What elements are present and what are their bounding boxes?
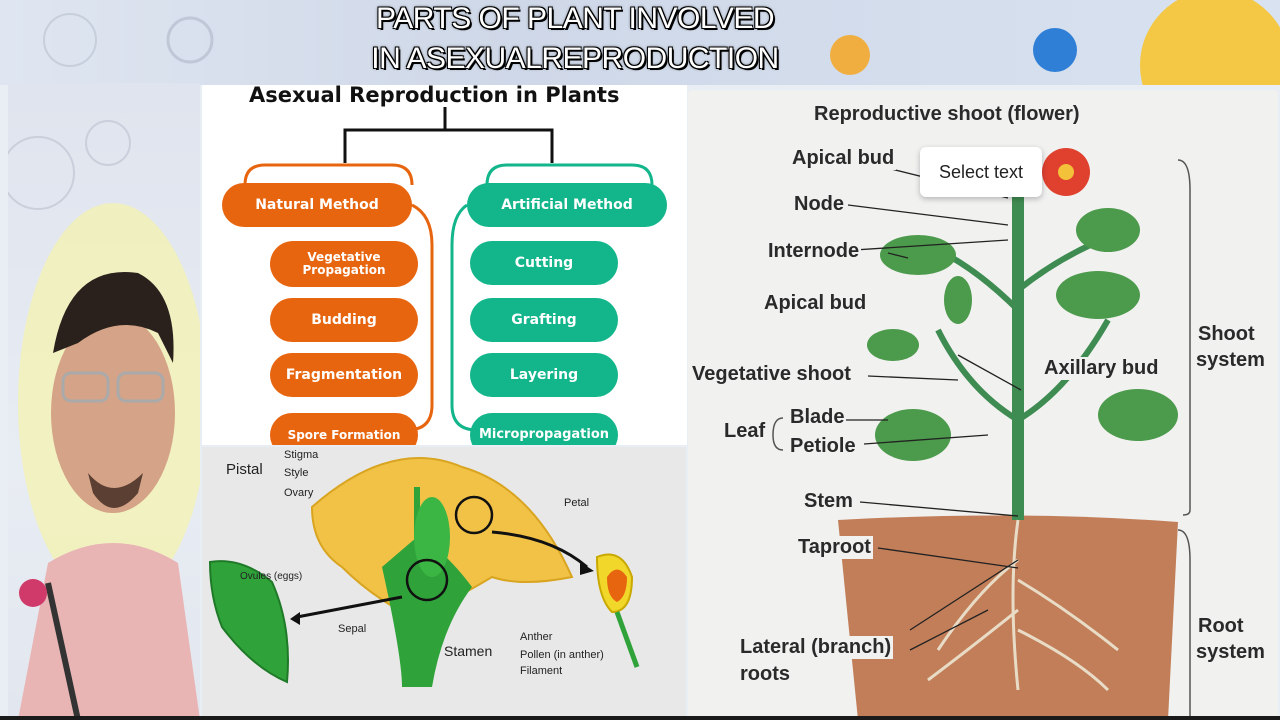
petiole-label: Petiole bbox=[788, 435, 858, 458]
natural-item: Fragmentation bbox=[270, 353, 418, 397]
artificial-item: Cutting bbox=[470, 241, 618, 285]
leaf-label: Leaf bbox=[722, 420, 768, 443]
root-system-label-2: system bbox=[1194, 641, 1267, 664]
artificial-item: Layering bbox=[470, 353, 618, 397]
title-line-1: PARTS OF PLANT INVOLVED bbox=[375, 2, 775, 35]
root-system-label: Root bbox=[1196, 615, 1246, 638]
natural-method-box: Natural Method bbox=[222, 183, 412, 227]
sepal-label: Sepal bbox=[338, 623, 367, 635]
ovary-label: Ovary bbox=[284, 487, 314, 499]
style-label: Style bbox=[284, 467, 309, 479]
flowchart-heading: Asexual Reproduction in Plants bbox=[249, 85, 620, 107]
artificial-item: Micropropagation bbox=[470, 413, 618, 445]
select-text-button[interactable]: Select text bbox=[920, 147, 1042, 197]
stem-label: Stem bbox=[802, 490, 855, 513]
flower-illustration bbox=[208, 457, 640, 687]
blade-label: Blade bbox=[788, 406, 847, 429]
lateral-roots-label: Lateral (branch) bbox=[738, 636, 894, 659]
node-label: Node bbox=[792, 193, 846, 216]
natural-item: Spore Formation bbox=[270, 413, 418, 445]
ovules-label: Ovules (eggs) bbox=[240, 571, 303, 582]
anther-label: Anther bbox=[520, 631, 553, 643]
stigma-label: Stigma bbox=[284, 449, 319, 461]
filament-label: Filament bbox=[520, 665, 563, 677]
artificial-method-box: Artificial Method bbox=[467, 183, 667, 227]
flowchart-panel: Asexual Reproduction in Plants Natural M… bbox=[202, 85, 687, 445]
apical-bud-top-label: Apical bud bbox=[790, 147, 897, 170]
vegetative-shoot-label: Vegetative shoot bbox=[690, 363, 853, 386]
flower-diagram-panel: Pistal Stigma Style Ovary Petal Ovules (… bbox=[202, 447, 686, 717]
plant-illustration bbox=[772, 148, 1191, 720]
pistal-label: Pistal bbox=[226, 461, 263, 478]
internode-label: Internode bbox=[766, 240, 862, 263]
stamen-label: Stamen bbox=[444, 643, 493, 659]
shoot-system-label: Shoot bbox=[1196, 323, 1257, 346]
apical-bud-label: Apical bud bbox=[762, 292, 869, 315]
shoot-system-label-2: system bbox=[1194, 349, 1267, 372]
reproductive-shoot-label: Reproductive shoot (flower) bbox=[812, 103, 1082, 126]
bottom-strip bbox=[0, 716, 1280, 720]
axillary-bud-label: Axillary bud bbox=[1042, 357, 1161, 380]
petal-label: Petal bbox=[564, 497, 590, 509]
natural-item: Budding bbox=[270, 298, 418, 342]
title-line-2: IN ASEXUALREPRODUCTION bbox=[371, 42, 779, 75]
artificial-item: Grafting bbox=[470, 298, 618, 342]
natural-item: Vegetative Propagation bbox=[270, 241, 418, 287]
taproot-label: Taproot bbox=[796, 536, 873, 559]
lateral-roots-label-2: roots bbox=[738, 663, 792, 686]
presenter-figure bbox=[8, 120, 200, 720]
presenter-photo bbox=[8, 83, 200, 720]
pollen-label: Pollen (in anther) bbox=[520, 649, 604, 661]
